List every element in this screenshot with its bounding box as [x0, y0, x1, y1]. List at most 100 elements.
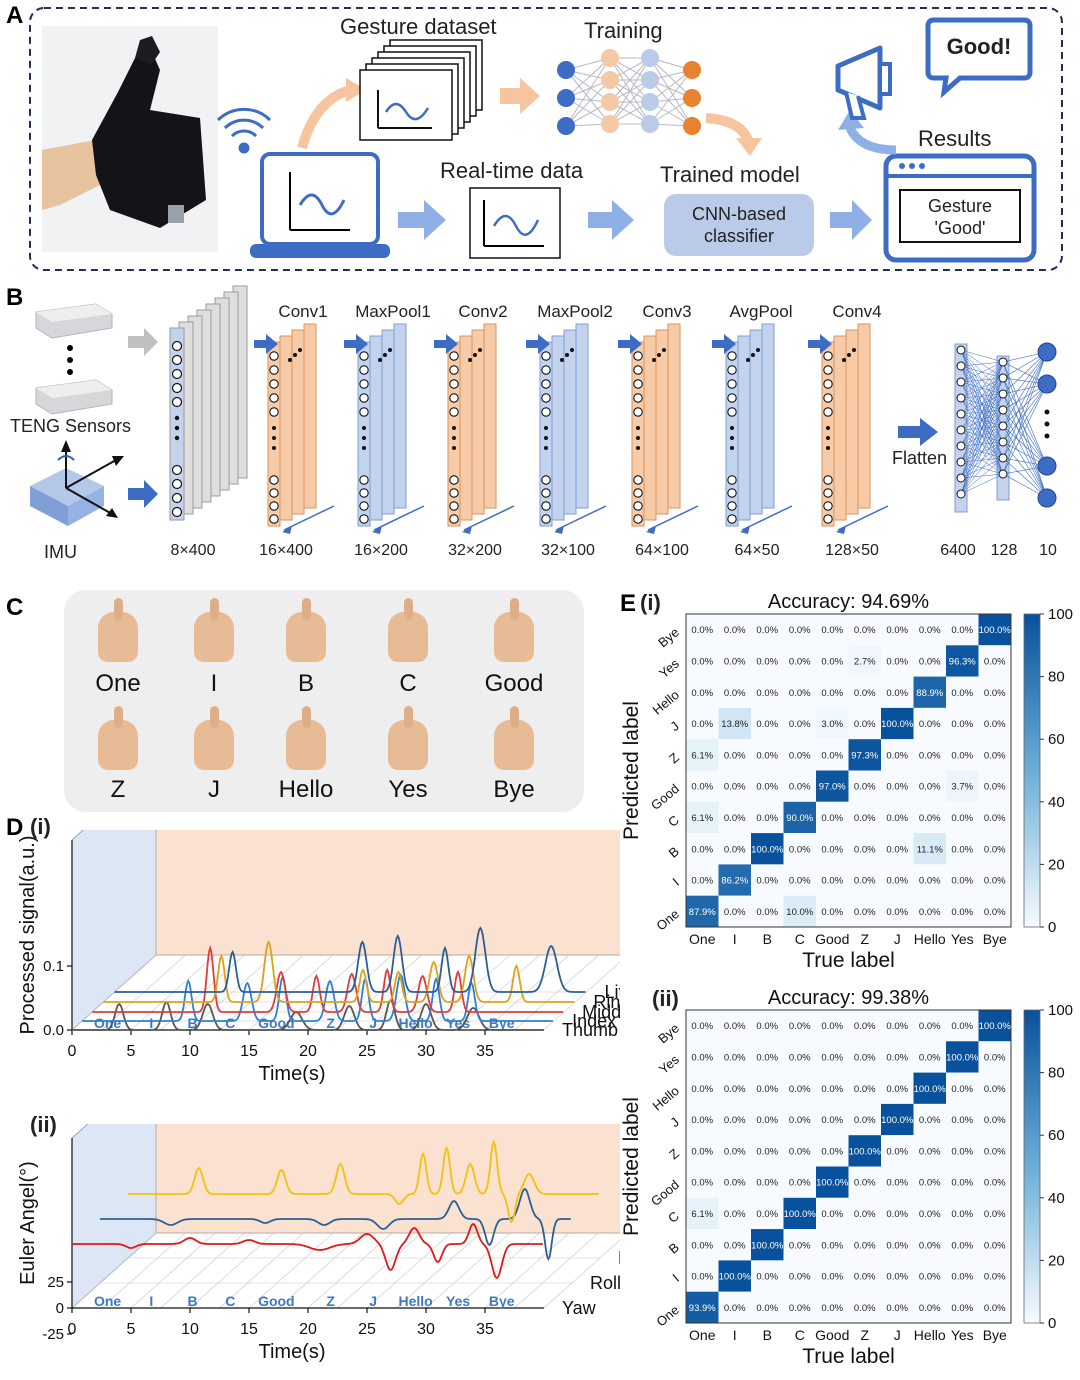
colorbar-tick-label: 20 [1048, 856, 1065, 873]
matrix-cell [686, 1010, 719, 1042]
matrix-cell [978, 1072, 1011, 1104]
matrix-cell-value: 100.0% [816, 1178, 849, 1189]
matrix-cell [783, 739, 816, 771]
matrix-cell-value: 100.0% [946, 1052, 979, 1063]
dim-label: 32×200 [448, 542, 502, 559]
matrix-cell [751, 1072, 784, 1104]
matrix-cell [816, 1041, 849, 1073]
matrix-cell-value: 0.0% [691, 656, 713, 667]
matrix-cell [946, 1291, 979, 1323]
dim-label: 16×400 [259, 542, 313, 559]
matrix-cell [718, 1010, 751, 1042]
matrix-cell [751, 614, 784, 646]
matrix-cell [718, 1229, 751, 1261]
matrix-cell [848, 801, 881, 834]
matrix-cell [783, 1041, 816, 1073]
matrix-cell [848, 1291, 881, 1323]
gesture-mark-label: B [187, 1293, 197, 1309]
y-tick-label: 0 [56, 1300, 64, 1317]
matrix-cell [783, 1260, 816, 1292]
matrix-cell [913, 1041, 946, 1073]
matrix-cell [686, 833, 719, 865]
matrix-cell-value: 0.0% [919, 625, 941, 636]
matrix-cell-value: 0.0% [951, 876, 973, 887]
matrix-cell [946, 833, 979, 865]
matrix-cell-value: 0.0% [886, 1052, 908, 1063]
matrix-cell [881, 833, 914, 865]
gesture-mark-label: C [225, 1293, 235, 1309]
matrix-cell [718, 1291, 751, 1323]
dense-dim-label: 10 [1039, 542, 1057, 559]
matrix-cell-value: 100.0% [751, 844, 784, 855]
matrix-cell-value: 0.0% [821, 1146, 843, 1157]
gesture-mark-label: Z [326, 1015, 335, 1031]
matrix-cell-value: 97.0% [819, 782, 846, 793]
matrix-cell-value: 0.0% [789, 1146, 811, 1157]
matrix-cell [816, 707, 849, 740]
matrix-cell [718, 1041, 751, 1073]
matrix-cell-value: 0.0% [984, 1084, 1006, 1095]
matrix-cell [881, 864, 914, 896]
matrix-cell-value: 0.0% [854, 782, 876, 793]
realtime-label: Real-time data [440, 158, 584, 183]
matrix-cell-value: 0.0% [724, 1084, 746, 1095]
x-tick-label: 15 [240, 1043, 258, 1060]
y-category-label: Hello [650, 687, 682, 718]
laptop-icon [250, 152, 390, 258]
colorbar-tick-label: 80 [1048, 669, 1065, 686]
matrix-cell-value: 3.7% [951, 782, 973, 793]
series-line-middle [92, 944, 563, 1013]
matrix-cell [978, 864, 1011, 896]
y-axis-label: Euler Angel(°) [17, 1161, 39, 1285]
matrix-cell [946, 1041, 979, 1073]
matrix-cell-value: 0.0% [789, 719, 811, 730]
matrix-cell [978, 1103, 1011, 1136]
matrix-cell-value: 0.0% [691, 1146, 713, 1157]
matrix-cell [978, 1135, 1011, 1167]
gesture-hand-icon [388, 612, 428, 662]
gesture-mark-label: Hello [398, 1015, 432, 1031]
matrix-cell [718, 707, 751, 740]
x-category-label: I [733, 1327, 737, 1343]
x-axis-label: Time(s) [258, 1341, 325, 1363]
matrix-cell [848, 676, 881, 708]
matrix-cell-value: 0.0% [886, 1021, 908, 1032]
y-category-label: One [653, 1302, 681, 1329]
wifi-icon [216, 107, 272, 154]
matrix-cell [848, 770, 881, 802]
matrix-cell [881, 1135, 914, 1167]
matrix-cell-value: 0.0% [919, 813, 941, 824]
matrix-cell [751, 739, 784, 771]
gesture-mark-label: C [225, 1015, 235, 1031]
matrix-cell-value: 0.0% [691, 1052, 713, 1063]
series-line-index [82, 973, 553, 1022]
matrix-cell-value: 0.0% [821, 625, 843, 636]
input-stack [169, 285, 248, 521]
channel-label-ring: Ring [593, 992, 620, 1012]
matrix-cell [978, 1229, 1011, 1261]
matrix-cell [881, 1103, 914, 1136]
layer-label-conv2: Conv2 [458, 302, 508, 321]
results-label: Results [918, 126, 992, 151]
teng-sensors-label: TENG Sensors [10, 416, 132, 436]
matrix-cell [881, 1260, 914, 1292]
matrix-cell-value: 0.0% [951, 844, 973, 855]
y-tick-label: -25 [42, 1326, 64, 1343]
matrix-cell-value: 0.0% [789, 1084, 811, 1095]
matrix-cell-value: 0.0% [919, 1178, 941, 1189]
matrix-cell [686, 770, 719, 802]
matrix-cell [751, 645, 784, 677]
matrix-cell [751, 895, 784, 927]
matrix-cell-value: 0.0% [724, 1115, 746, 1126]
matrix-cell [978, 1197, 1011, 1230]
y-tick-label: 0.0 [43, 1022, 64, 1039]
matrix-cell [816, 645, 849, 677]
gesture-mark-label: One [94, 1293, 121, 1309]
y-category-label: Yes [656, 1051, 682, 1076]
y-category-label: One [653, 906, 681, 933]
matrix-cell-value: 0.0% [984, 876, 1006, 887]
matrix-cell-value: 0.0% [886, 844, 908, 855]
x-category-label: Bye [983, 931, 1007, 947]
matrix-cell [978, 833, 1011, 865]
matrix-cell [946, 1229, 979, 1261]
